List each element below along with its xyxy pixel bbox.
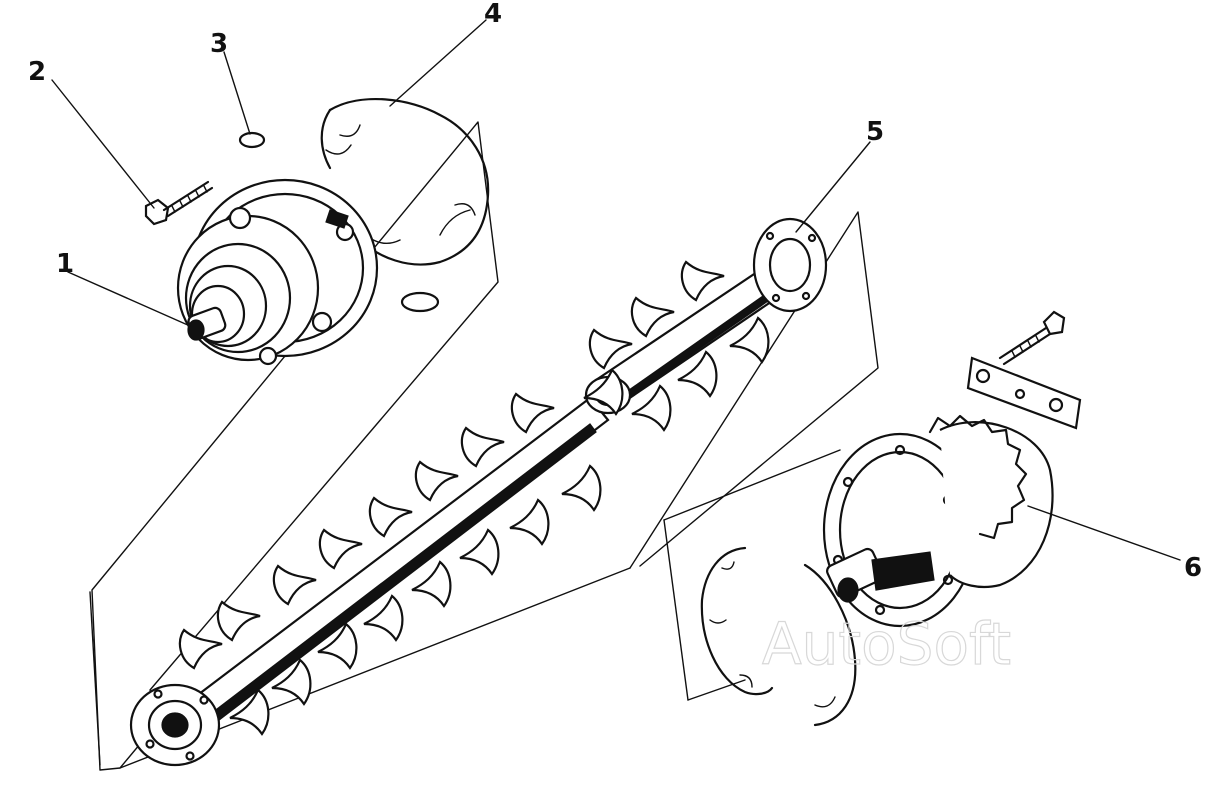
paddle-4 bbox=[368, 496, 413, 538]
paddle-0 bbox=[178, 628, 223, 670]
paddle-15 bbox=[561, 464, 602, 512]
paddle-13 bbox=[459, 528, 500, 576]
bracket-bolt bbox=[998, 310, 1066, 366]
leader-line-2 bbox=[51, 79, 155, 209]
callout-3: 3 bbox=[210, 29, 228, 59]
paddle-22 bbox=[729, 316, 770, 364]
paddle-1 bbox=[216, 600, 261, 642]
callout-4: 4 bbox=[484, 0, 502, 29]
paddle-7 bbox=[510, 392, 555, 434]
paddle-6 bbox=[460, 426, 505, 468]
paddle-16 bbox=[588, 328, 633, 370]
leader-line-4 bbox=[389, 19, 487, 107]
paddle-2 bbox=[272, 564, 317, 606]
left-bearing-housing bbox=[176, 178, 379, 366]
callout-1: 1 bbox=[56, 249, 74, 279]
watermark: AutoSoft bbox=[762, 610, 1011, 678]
paddle-8 bbox=[229, 688, 270, 736]
right-gasket-plane bbox=[663, 449, 841, 701]
washer bbox=[238, 131, 266, 149]
paddle-17 bbox=[630, 296, 675, 338]
paddle-11 bbox=[363, 594, 404, 642]
paddle-12 bbox=[411, 560, 452, 608]
paddle-18 bbox=[680, 260, 725, 302]
top-gasket bbox=[320, 98, 490, 313]
paddle-3 bbox=[318, 528, 363, 570]
callout-5: 5 bbox=[866, 117, 884, 147]
paddle-14 bbox=[509, 498, 550, 546]
leader-line-1 bbox=[67, 271, 191, 327]
housing-bolt bbox=[144, 180, 214, 226]
agitator-paddles bbox=[178, 260, 770, 736]
right-bearing-housing bbox=[822, 414, 1054, 628]
paddle-21 bbox=[677, 350, 718, 398]
callout-6: 6 bbox=[1184, 553, 1202, 583]
paddle-5 bbox=[414, 460, 459, 502]
agitator-shaft bbox=[129, 217, 828, 767]
paddle-9 bbox=[271, 658, 312, 706]
callout-2: 2 bbox=[28, 57, 46, 87]
paddle-20 bbox=[631, 384, 672, 432]
leader-line-6 bbox=[1027, 505, 1181, 561]
leader-line-3 bbox=[223, 51, 251, 135]
leader-lines bbox=[51, 19, 1181, 561]
paddle-10 bbox=[317, 622, 358, 670]
paddle-19 bbox=[583, 368, 624, 416]
leader-line-5 bbox=[795, 141, 871, 233]
bracket-plate bbox=[966, 356, 1082, 430]
right-gasket bbox=[700, 546, 857, 727]
